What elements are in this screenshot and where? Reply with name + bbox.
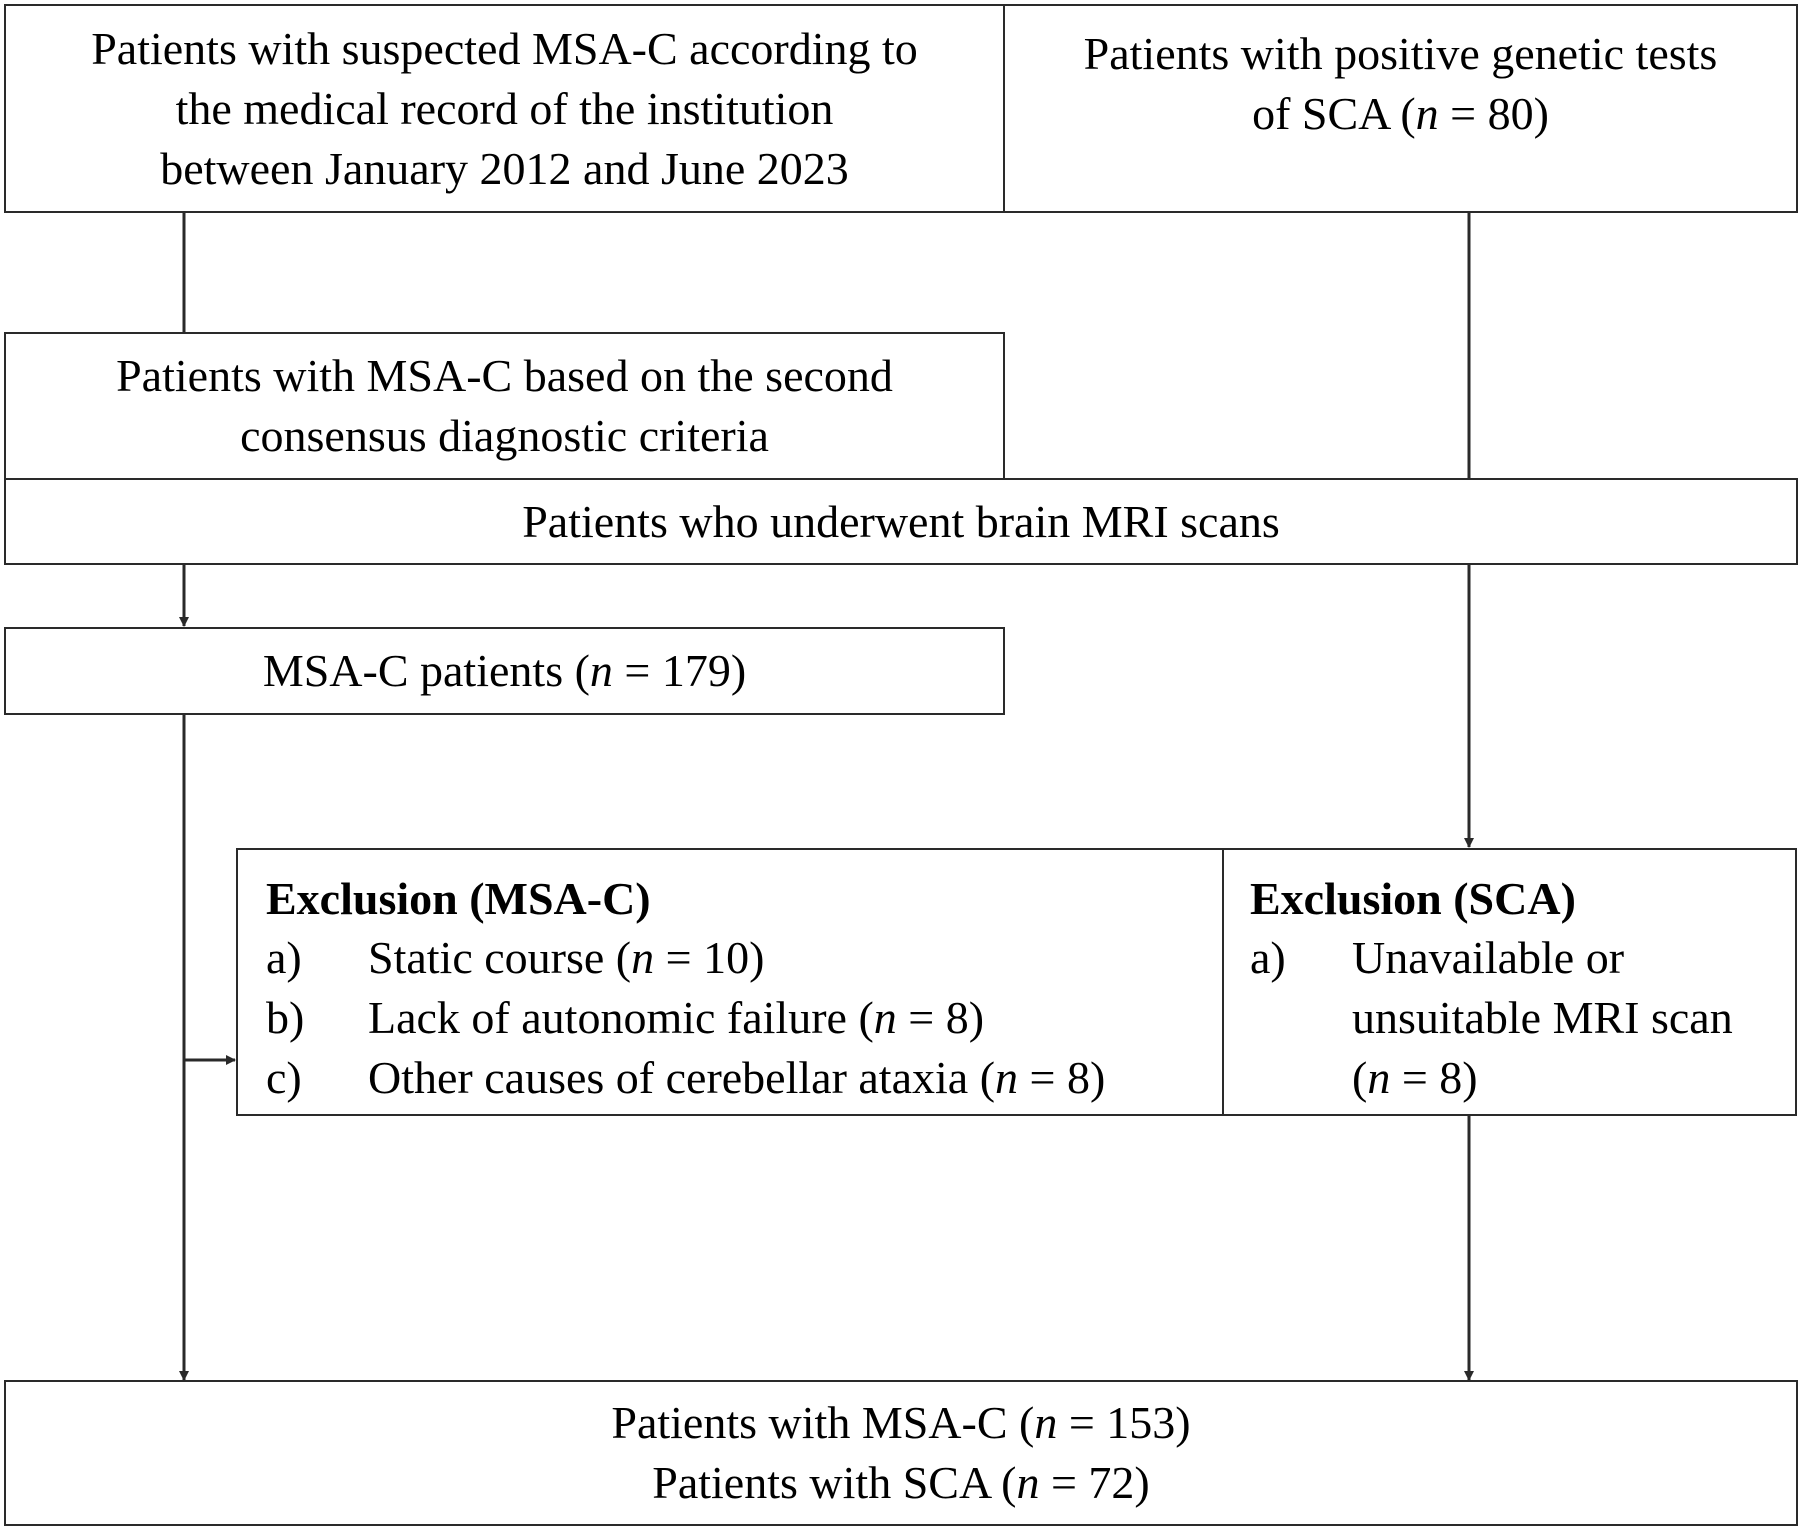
exclusion-msac-box: Exclusion (MSA-C) a) Static course (n = … — [236, 848, 1224, 1116]
exclusion-msac-title: Exclusion (MSA-C) — [266, 873, 651, 924]
exclusion-msac-item: b) Lack of autonomic failure (n = 8) — [266, 988, 1222, 1048]
item-text: Other causes of cerebellar ataxia (n = 8… — [368, 1052, 1106, 1103]
exclusion-sca-item: a) Unavailable or unsuitable MRI scan (n… — [1250, 928, 1795, 1108]
suspected-msac-box: Patients with suspected MSA-C according … — [4, 4, 1005, 213]
mri-text: Patients who underwent brain MRI scans — [522, 495, 1280, 547]
suspected-line-1: Patients with suspected MSA-C according … — [91, 22, 918, 74]
item-text: Static course (n = 10) — [368, 932, 765, 983]
exclusion-msac-item: c) Other causes of cerebellar ataxia (n … — [266, 1048, 1222, 1108]
exclusion-sca-title: Exclusion (SCA) — [1250, 873, 1576, 924]
genetic-tests-box: Patients with positive genetic tests of … — [1003, 4, 1798, 213]
genetic-line-1: Patients with positive genetic tests — [1083, 28, 1718, 79]
criteria-line-2: consensus diagnostic criteria — [240, 410, 769, 461]
item-text: Lack of autonomic failure (n = 8) — [368, 992, 985, 1043]
exclusion-sca-box: Exclusion (SCA) a) Unavailable or unsuit… — [1222, 848, 1797, 1116]
exclusion-msac-item: a) Static course (n = 10) — [266, 928, 1222, 988]
final-line-1: Patients with MSA-C (n = 153) — [611, 1397, 1191, 1448]
item-text: Unavailable or unsuitable MRI scan (n = … — [1352, 932, 1733, 1103]
criteria-line-1: Patients with MSA-C based on the second — [116, 350, 893, 401]
genetic-line-2: of SCA (n = 80) — [1252, 88, 1549, 139]
msac-patients-text: MSA-C patients (n = 179) — [262, 645, 747, 696]
suspected-line-2: the medical record of the institution — [175, 82, 834, 134]
final-result-box: Patients with MSA-C (n = 153) Patients w… — [4, 1380, 1798, 1526]
suspected-line-3: between January 2012 and June 2023 — [160, 142, 849, 194]
msac-patients-box: MSA-C patients (n = 179) — [4, 627, 1005, 715]
final-line-2: Patients with SCA (n = 72) — [652, 1457, 1150, 1508]
item-marker: c) — [266, 1052, 302, 1103]
item-marker: b) — [266, 992, 305, 1043]
item-marker: a) — [1250, 932, 1286, 983]
consensus-criteria-box: Patients with MSA-C based on the second … — [4, 332, 1005, 480]
brain-mri-box: Patients who underwent brain MRI scans — [4, 478, 1798, 565]
item-marker: a) — [266, 932, 302, 983]
